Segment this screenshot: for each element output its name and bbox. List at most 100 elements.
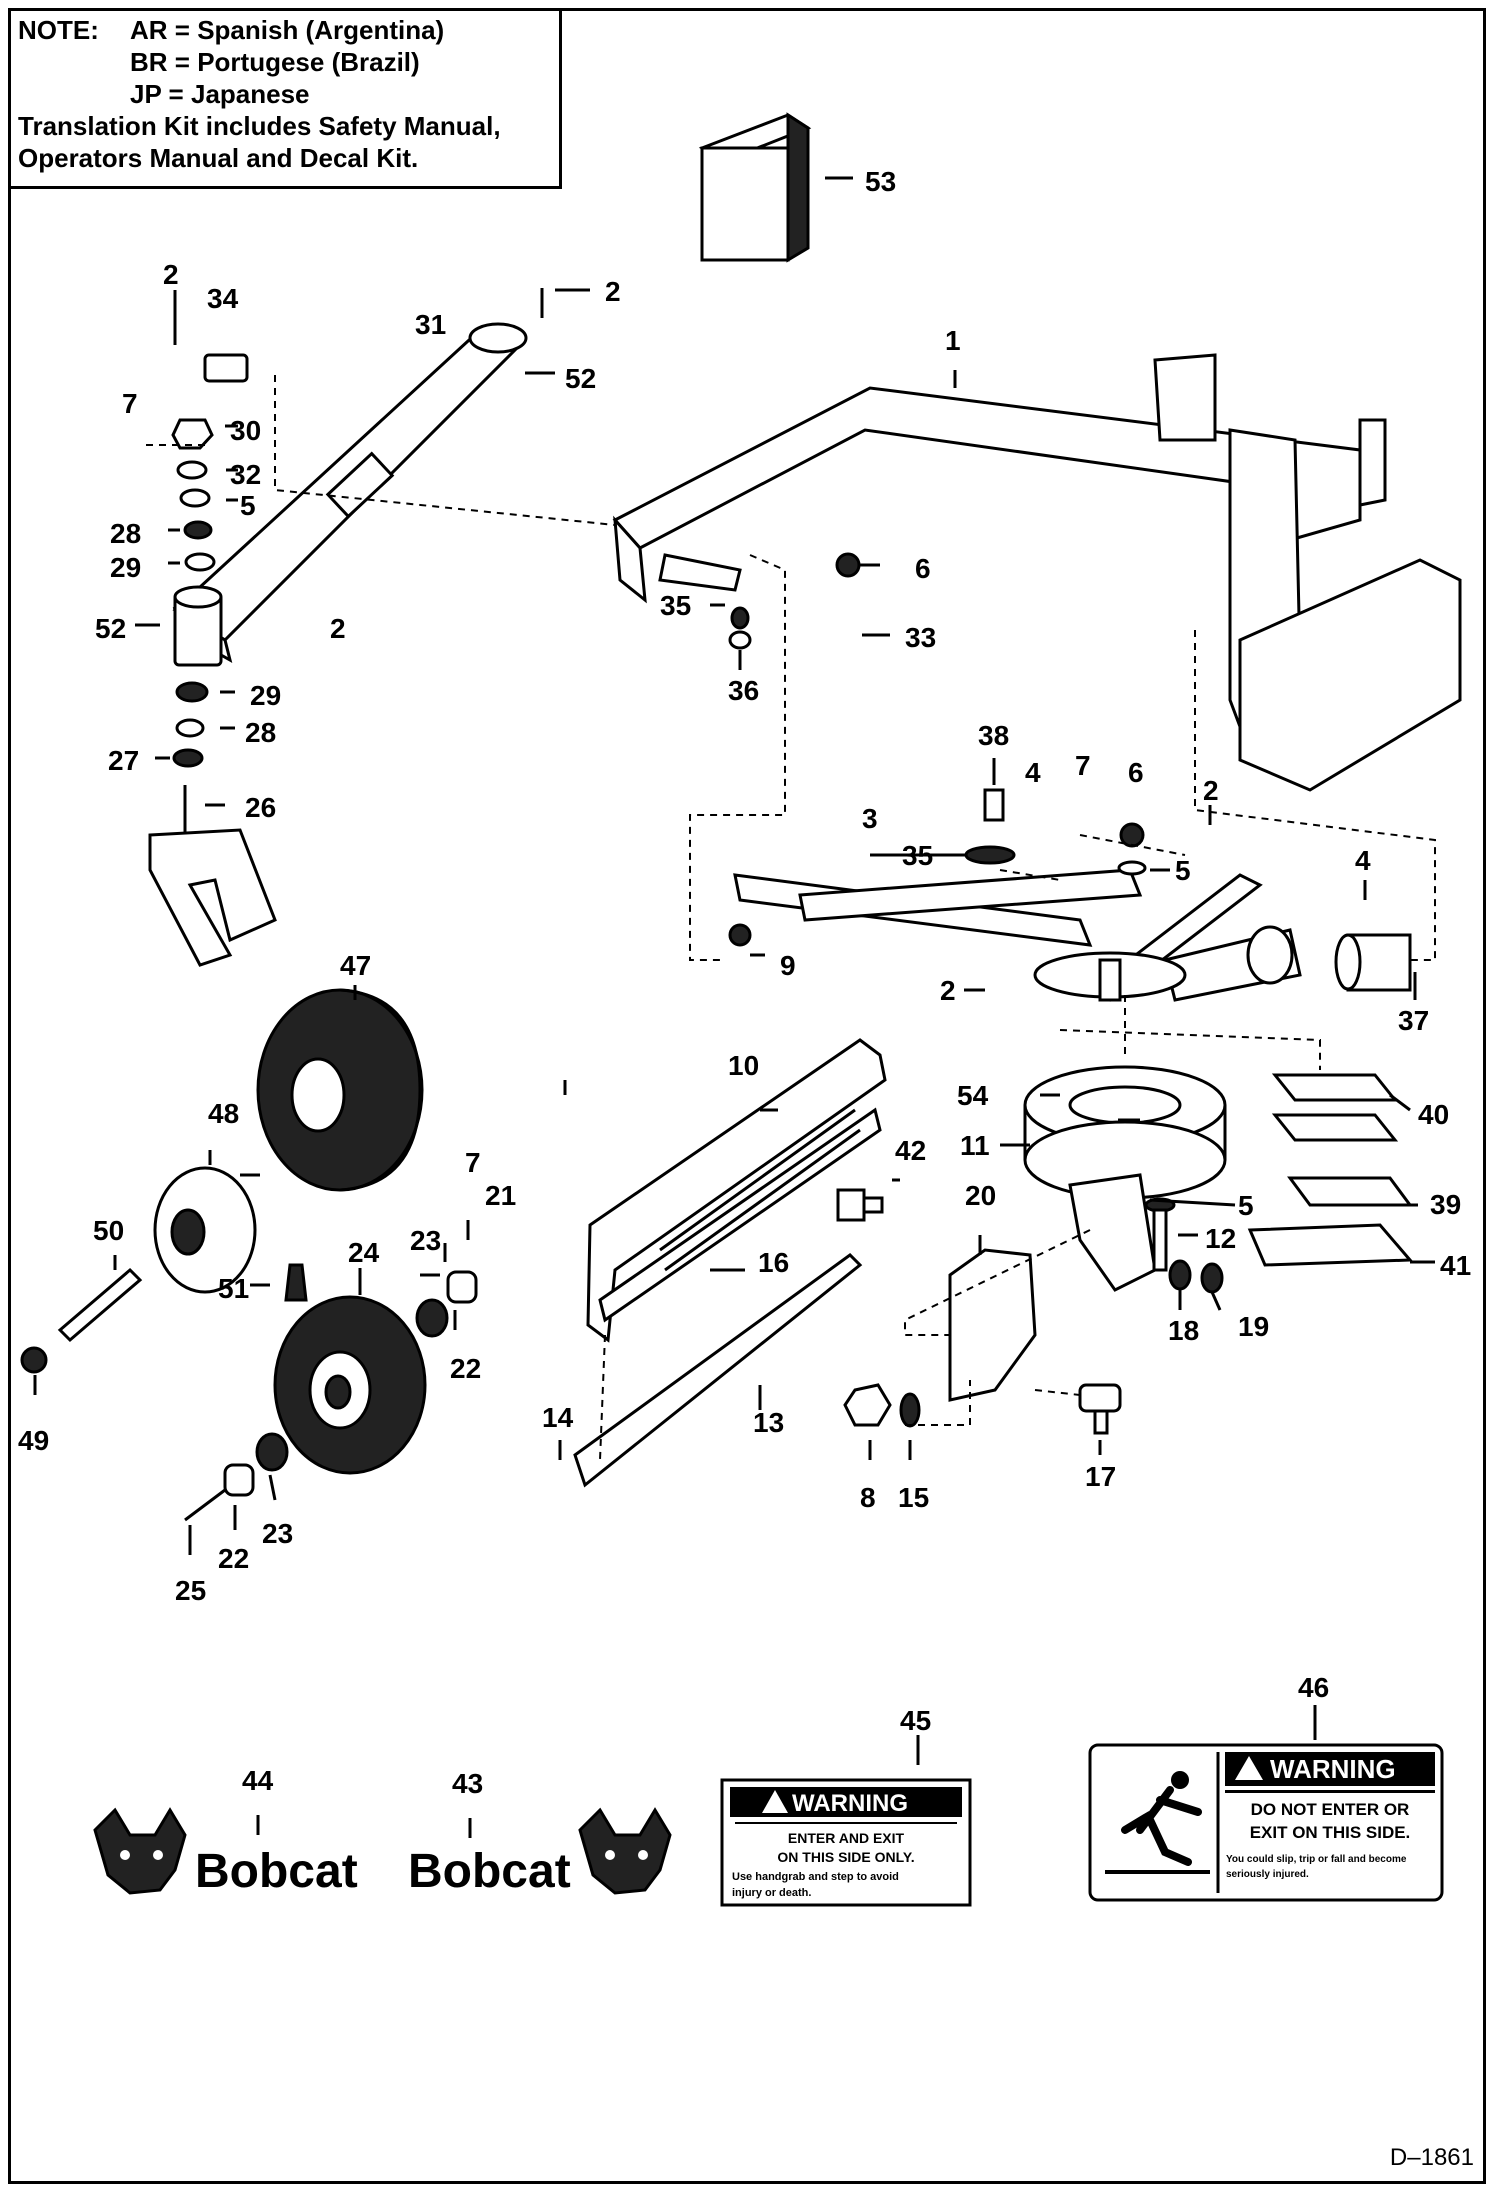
part-26-caster — [148, 785, 277, 967]
part-37-sleeve — [1334, 933, 1417, 1000]
callout-47: 47 — [340, 950, 371, 981]
callout-20: 20 — [965, 1180, 996, 1211]
callout-41: 41 — [1440, 1250, 1471, 1281]
part-1-main-frame — [612, 353, 1462, 792]
callout-36: 36 — [728, 675, 759, 706]
callout-17: 17 — [1085, 1461, 1116, 1492]
callout-42: 42 — [895, 1135, 926, 1166]
callout-30: 30 — [230, 415, 261, 446]
callout-leaders — [33, 288, 1435, 1838]
callout-1: 1 — [945, 325, 961, 356]
callout-11: 11 — [960, 1130, 990, 1161]
decal-45-line2: ON THIS SIDE ONLY. — [777, 1849, 914, 1865]
callout-14: 14 — [542, 1402, 574, 1433]
callout-23: 23 — [410, 1225, 441, 1256]
bobcat-logo-decal-44: Bobcat — [93, 1807, 358, 1898]
decal-46-line2: EXIT ON THIS SIDE. — [1250, 1823, 1411, 1842]
part-40-plates — [1271, 1073, 1399, 1142]
note-kit-line1: Translation Kit includes Safety Manual, — [18, 111, 501, 141]
bobcat-wordmark-44: Bobcat — [195, 1845, 358, 1898]
callout-26: 26 — [245, 792, 276, 823]
callout-15: 15 — [898, 1482, 929, 1513]
callout-37: 37 — [1398, 1005, 1429, 1036]
callout-28: 28 — [110, 518, 141, 549]
callout-4: 4 — [1355, 845, 1371, 876]
part-48-rim — [153, 1166, 257, 1294]
callout-32: 32 — [230, 459, 261, 490]
note-code-br: BR = — [130, 47, 190, 77]
part-17-bolt — [1078, 1383, 1122, 1435]
part-15-washer — [899, 1392, 921, 1428]
decal-45-line4: injury or death. — [732, 1887, 811, 1899]
callout-4: 4 — [1025, 757, 1041, 788]
callout-6: 6 — [1128, 757, 1144, 788]
callout-numbers: 53 2 2 34 31 52 1 7 30 32 5 28 29 52 2 2… — [18, 166, 1471, 1799]
callout-2: 2 — [605, 276, 621, 307]
note-heading: NOTE: — [18, 15, 99, 45]
part-13-cutting-edge — [573, 1253, 863, 1488]
callout-28: 28 — [245, 717, 276, 748]
callout-5: 5 — [240, 490, 256, 521]
warning-decal-45: WARNING ENTER AND EXIT ON THIS SIDE ONLY… — [720, 1778, 972, 1907]
callout-24: 24 — [348, 1237, 380, 1268]
callout-18: 18 — [1168, 1315, 1199, 1346]
assembly-dashed-lines — [140, 375, 1436, 1461]
callout-35: 35 — [902, 840, 933, 871]
callout-45: 45 — [900, 1705, 931, 1736]
part-25-bolt — [184, 1488, 226, 1522]
callout-2: 2 — [1203, 775, 1219, 806]
translation-note: NOTE:AR = Spanish (Argentina) BR = Portu… — [8, 8, 562, 189]
bobcat-logo-decal-43: Bobcat — [408, 1807, 672, 1898]
callout-33: 33 — [905, 622, 936, 653]
part-50-axle — [57, 1267, 143, 1343]
callout-53: 53 — [865, 166, 896, 197]
callout-2: 2 — [330, 613, 346, 644]
callout-29: 29 — [250, 680, 281, 711]
part-54-pulley — [1023, 1065, 1227, 1200]
callout-52: 52 — [565, 363, 596, 394]
callout-21: 21 — [485, 1180, 516, 1211]
part-8-nut — [843, 1383, 892, 1427]
callout-29: 29 — [110, 552, 141, 583]
falling-person-icon — [1105, 1771, 1210, 1874]
part-42-bolt — [836, 1188, 884, 1222]
callout-25: 25 — [175, 1575, 206, 1606]
decal-46-warning-word: WARNING — [1270, 1754, 1396, 1784]
callout-2: 2 — [940, 975, 956, 1006]
part-41-plate — [1247, 1223, 1414, 1267]
callout-40: 40 — [1418, 1099, 1449, 1130]
callout-46: 46 — [1298, 1672, 1329, 1703]
callout-27: 27 — [108, 745, 139, 776]
part-31-link-arm — [172, 322, 555, 667]
callout-7: 7 — [1075, 750, 1091, 781]
part-3-drawbar — [733, 868, 1302, 1002]
callout-16: 16 — [758, 1247, 789, 1278]
callout-48: 48 — [208, 1098, 239, 1129]
callout-12: 12 — [1205, 1223, 1236, 1254]
callout-44: 44 — [242, 1765, 274, 1796]
callout-54: 54 — [957, 1080, 989, 1111]
part-22-spacer — [223, 1270, 478, 1497]
callout-50: 50 — [93, 1215, 124, 1246]
decal-46-line1: DO NOT ENTER OR — [1251, 1800, 1410, 1819]
part-53-translation-kit — [698, 112, 853, 263]
bobcat-wordmark-43: Bobcat — [408, 1845, 571, 1898]
drawing-number: D–1861 — [1389, 2144, 1474, 2171]
note-language-br: Portugese (Brazil) — [197, 47, 420, 77]
part-23-bearing — [255, 1298, 449, 1472]
callout-35: 35 — [660, 590, 691, 621]
decal-46-line4: seriously injured. — [1226, 1869, 1309, 1880]
callout-7: 7 — [122, 388, 138, 419]
small-hardware — [171, 353, 1224, 1294]
warning-decal-46: WARNING DO NOT ENTER OR EXIT ON THIS SID… — [1088, 1743, 1444, 1902]
note-code-jp: JP = — [130, 79, 184, 109]
callout-22: 22 — [218, 1543, 249, 1574]
callout-43: 43 — [452, 1768, 483, 1799]
callout-3: 3 — [862, 803, 878, 834]
callout-52: 52 — [95, 613, 126, 644]
callout-23: 23 — [262, 1518, 293, 1549]
part-24-wheel — [273, 1295, 427, 1475]
callout-13: 13 — [753, 1407, 784, 1438]
part-10-blade — [586, 1038, 887, 1343]
callout-39: 39 — [1430, 1189, 1461, 1220]
